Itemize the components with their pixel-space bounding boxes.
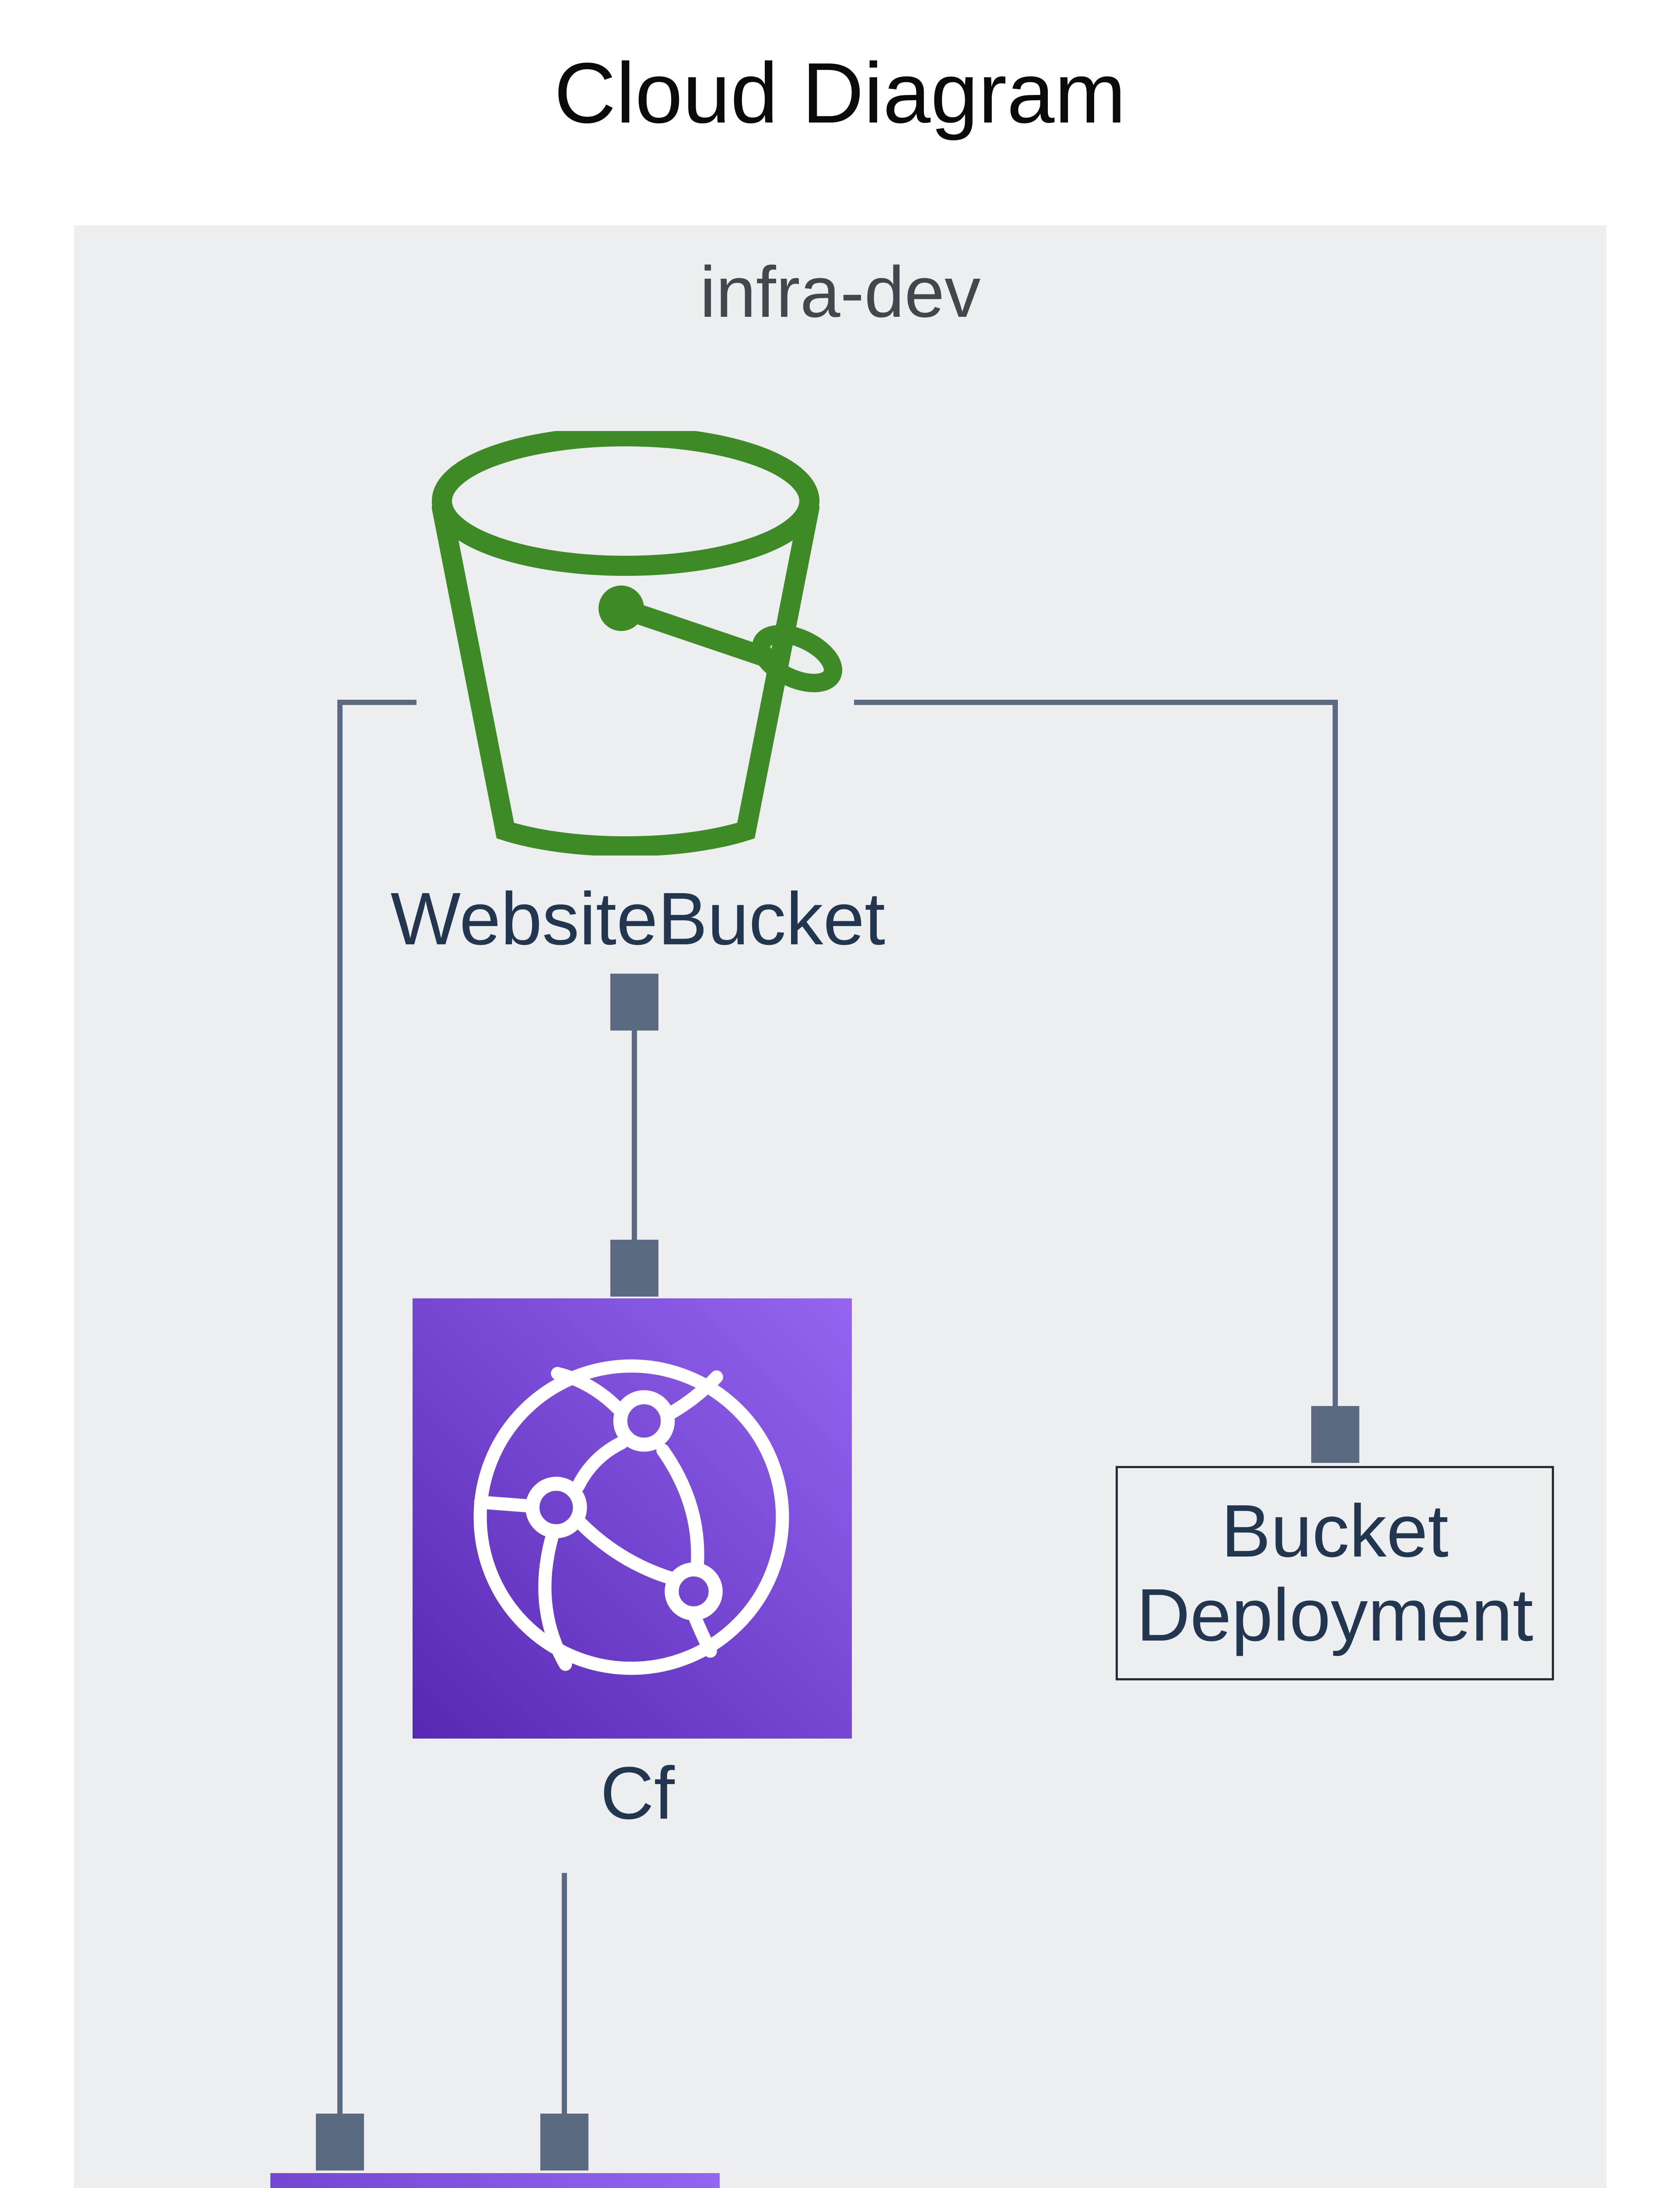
- bucket-deployment-label-line1: Bucket: [1221, 1490, 1449, 1573]
- s3-bucket-icon: [432, 431, 843, 856]
- node-label-cf: Cf: [600, 1752, 675, 1835]
- cluster-infra-dev: infra-dev: [74, 225, 1606, 2188]
- cluster-label: infra-dev: [700, 252, 981, 332]
- node-label-websitebucket: WebsiteBucket: [390, 877, 886, 961]
- edge-websitebucket-bucketdeployment: [854, 700, 1335, 1408]
- node-bucket-deployment: Bucket Deployment: [1116, 1466, 1554, 1680]
- node-cf: [413, 1298, 852, 1739]
- cloudfront-globe-icon: [413, 1298, 852, 1739]
- bucket-deployment-label-line2: Deployment: [1136, 1574, 1533, 1657]
- edge-websitebucket-originaccessidentity: [340, 700, 416, 2116]
- page-title: Cloud Diagram: [554, 45, 1126, 141]
- node-origin-access-identity: [270, 2173, 720, 2188]
- cloudfront-globe-icon: [270, 2173, 720, 2188]
